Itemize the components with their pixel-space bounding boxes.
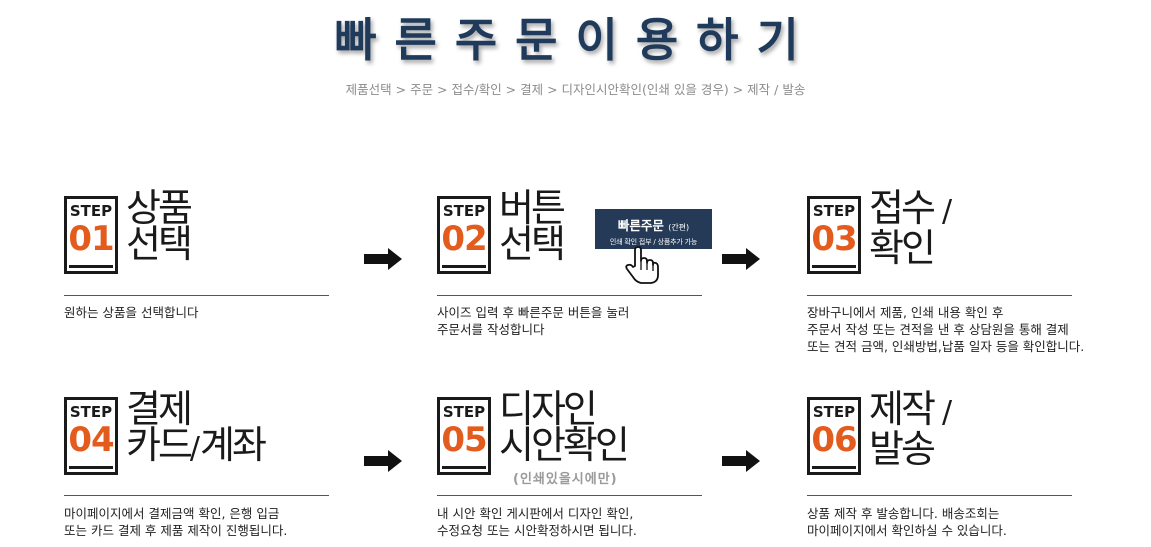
pointer-hand-icon — [625, 246, 659, 284]
quick-order-note: (간편) — [668, 223, 690, 232]
step-name-slash: / — [942, 194, 953, 229]
step-name-line1: 버튼 — [499, 186, 566, 230]
divider — [64, 295, 329, 296]
badge-underline — [442, 466, 486, 469]
step-description: 상품 제작 후 발송합니다. 배송조회는 마이페이지에서 확인하실 수 있습니다… — [807, 506, 1007, 538]
divider — [437, 495, 702, 496]
process-summary: 제품선택 > 주문 > 접수/확인 > 결제 > 디자인시안확인(인쇄 있을 경… — [345, 82, 806, 97]
step-name-line1: 접수 — [869, 186, 936, 230]
step-name-line1: 결제 — [126, 387, 193, 431]
arrow-right-icon — [722, 248, 760, 270]
step-name-line2: 확인 — [869, 226, 936, 270]
step-number: 04 — [68, 420, 114, 460]
badge-underline — [69, 466, 113, 469]
step-name-line1: 디자인 — [499, 387, 598, 431]
step-name-line1: 상품 — [126, 186, 193, 230]
arrow-right-icon — [364, 248, 402, 270]
step-description: 원하는 상품을 선택합니다 — [64, 305, 199, 320]
step-label: STEP — [69, 403, 113, 421]
step-description: 마이페이지에서 결제금액 확인, 은행 입금 또는 카드 결제 후 제품 제작이… — [64, 506, 288, 538]
badge-underline — [812, 265, 856, 268]
step-number: 06 — [811, 420, 857, 460]
step-badge: STEP 06 — [807, 397, 861, 475]
step-number: 03 — [811, 219, 857, 259]
step-name: 접수 / 확인 — [869, 189, 953, 270]
step-name: 버튼 선택 — [499, 186, 566, 266]
step-label: STEP — [812, 403, 856, 421]
step-name-line2: 발송 — [869, 427, 936, 471]
step-description: 내 시안 확인 게시판에서 디자인 확인, 수정요청 또는 시안확정하시면 됩니… — [437, 506, 637, 538]
quick-order-label: 빠른주문 — [617, 218, 664, 233]
step-label: STEP — [69, 202, 113, 220]
step-name-slash: / — [942, 395, 953, 430]
step-label: STEP — [442, 202, 486, 220]
step-name-line2: 선택 — [126, 222, 193, 266]
divider — [64, 495, 329, 496]
step-label: STEP — [812, 202, 856, 220]
step-description: 장바구니에서 제품, 인쇄 내용 확인 후 주문서 작성 또는 견적을 낸 후 … — [807, 305, 1085, 354]
step-number: 02 — [441, 219, 487, 259]
step-name: 제작 / 발송 — [869, 390, 953, 471]
step-badge: STEP 05 — [437, 397, 491, 475]
step-note: (인쇄있을시에만) — [513, 472, 618, 487]
badge-underline — [69, 265, 113, 268]
step-name-line1: 제작 — [869, 387, 936, 431]
step-badge: STEP 04 — [64, 397, 118, 475]
step-number: 01 — [68, 219, 114, 259]
step-badge: STEP 03 — [807, 196, 861, 274]
quick-order-button[interactable]: 빠른주문 (간편) 인쇄 확인 접부 / 상품추가 가능 — [595, 209, 712, 249]
badge-underline — [442, 265, 486, 268]
arrow-right-icon — [722, 450, 760, 472]
step-name: 결제 카드/계좌 — [126, 387, 267, 467]
step-name: 상품 선택 — [126, 186, 193, 266]
badge-underline — [812, 466, 856, 469]
step-name-slash: / — [189, 431, 201, 466]
arrow-right-icon — [364, 450, 402, 472]
step-name-line2b: 계좌 — [200, 423, 267, 467]
divider — [807, 495, 1072, 496]
divider — [807, 295, 1072, 296]
divider — [437, 295, 702, 296]
step-name-line2: 카드 — [126, 423, 193, 467]
step-number: 05 — [441, 420, 487, 460]
quick-order-sublabel: 인쇄 확인 접부 / 상품추가 가능 — [609, 238, 698, 246]
step-name-line2: 선택 — [499, 222, 566, 266]
step-name-line2: 시안확인 — [499, 423, 630, 467]
page-title: 빠른주문이용하기 — [334, 13, 817, 67]
step-label: STEP — [442, 403, 486, 421]
step-description: 사이즈 입력 후 빠른주문 버튼을 눌러 주문서를 작성합니다 — [437, 305, 630, 337]
step-name: 디자인 시안확인 — [499, 387, 630, 467]
step-badge: STEP 02 — [437, 196, 491, 274]
step-badge: STEP 01 — [64, 196, 118, 274]
